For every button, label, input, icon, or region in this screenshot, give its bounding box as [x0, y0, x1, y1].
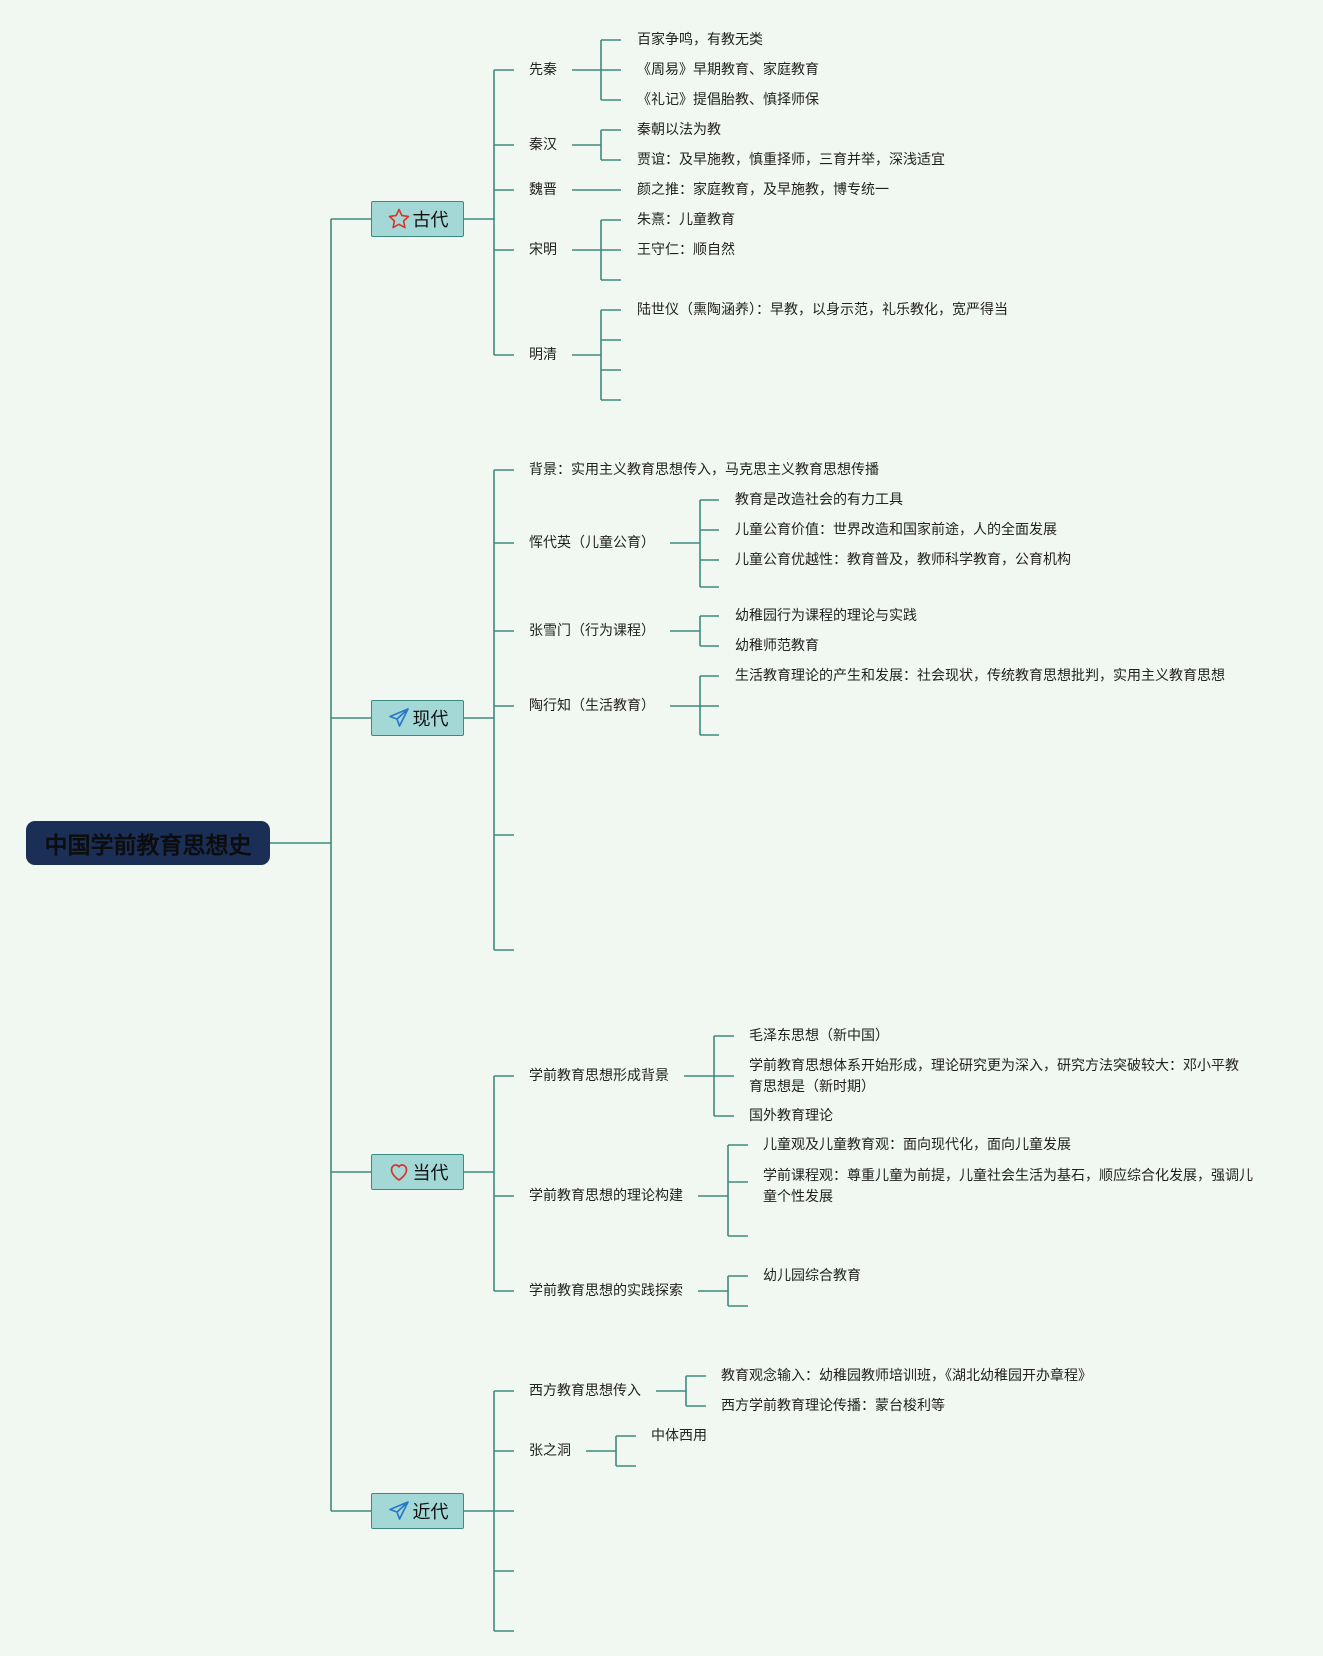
leaf-item[interactable]: 儿童公育价值：世界改造和国家前途，人的全面发展: [735, 522, 1057, 538]
branch-contemporary-background[interactable]: 学前教育思想形成背景: [529, 1068, 669, 1084]
leaf-item[interactable]: 学前课程观：尊重儿童为前提，儿童社会生活为基石，顺应综合化发展，强调儿童个性发展: [763, 1168, 1253, 1205]
leaf-item[interactable]: 秦朝以法为教: [637, 122, 721, 138]
branch-tao-xingzhi[interactable]: 陶行知（生活教育）: [529, 698, 655, 714]
branch-weijin[interactable]: 魏晋: [529, 182, 557, 198]
era-node-ancient[interactable]: 古代: [371, 201, 464, 237]
leaf-item[interactable]: 教育观念输入：幼稚园教师培训班，《湖北幼稚园开办章程》: [721, 1368, 1092, 1384]
leaf-item[interactable]: 儿童公育优越性：教育普及，教师科学教育，公育机构: [735, 552, 1071, 568]
paper-plane-icon: [388, 708, 409, 727]
branch-qinhan[interactable]: 秦汉: [529, 137, 557, 153]
leaf-item[interactable]: 西方学前教育理论传播：蒙台梭利等: [721, 1398, 945, 1414]
leaf-item[interactable]: 幼稚师范教育: [735, 638, 819, 654]
paper-plane-icon: [388, 1501, 409, 1520]
branch-western-thought[interactable]: 西方教育思想传入: [529, 1383, 641, 1399]
leaf-item[interactable]: 《周易》早期教育、家庭教育: [637, 62, 819, 78]
branch-zhang-zhidong[interactable]: 张之洞: [529, 1443, 571, 1459]
leaf-item[interactable]: 幼儿园综合教育: [763, 1268, 861, 1284]
leaf-item[interactable]: 百家争鸣，有教无类: [637, 32, 763, 48]
era-label: 现代: [412, 709, 449, 730]
branch-zhang-xuemen[interactable]: 张雪门（行为课程）: [529, 623, 655, 639]
branch-mingqing[interactable]: 明清: [529, 347, 557, 363]
leaf-item[interactable]: 教育是改造社会的有力工具: [735, 492, 903, 508]
branch-xianqin[interactable]: 先秦: [529, 62, 557, 78]
leaf-item[interactable]: 生活教育理论的产生和发展：社会现状，传统教育思想批判，实用主义教育思想: [735, 668, 1225, 684]
era-label: 当代: [412, 1163, 449, 1184]
leaf-item[interactable]: 朱熹：儿童教育: [637, 212, 735, 228]
leaf-item[interactable]: 《礼记》提倡胎教、慎择师保: [637, 92, 819, 108]
era-node-modern[interactable]: 现代: [371, 700, 464, 736]
leaf-item[interactable]: 颜之推：家庭教育，及早施教，博专统一: [637, 182, 889, 198]
leaf-item[interactable]: 儿童观及儿童教育观：面向现代化，面向儿童发展: [763, 1137, 1071, 1153]
leaf-item[interactable]: 贾谊：及早施教，慎重择师，三育并举，深浅适宜: [637, 152, 945, 168]
branch-theory-construction[interactable]: 学前教育思想的理论构建: [529, 1188, 683, 1204]
branch-modern-background[interactable]: 背景：实用主义教育思想传入，马克思主义教育思想传播: [529, 462, 879, 478]
era-node-contemporary[interactable]: 当代: [371, 1154, 464, 1190]
leaf-item[interactable]: 王守仁：顺自然: [637, 242, 735, 258]
era-label: 近代: [412, 1502, 449, 1523]
era-node-nearmodern[interactable]: 近代: [371, 1493, 464, 1529]
heart-icon: [390, 1164, 407, 1181]
era-label: 古代: [412, 210, 449, 231]
star-icon: [388, 208, 409, 229]
leaf-item[interactable]: 国外教育理论: [749, 1108, 833, 1124]
leaf-item[interactable]: 幼稚园行为课程的理论与实践: [735, 608, 917, 624]
branch-practice-exploration[interactable]: 学前教育思想的实践探索: [529, 1283, 683, 1299]
branch-yun-daiying[interactable]: 恽代英（儿童公育）: [529, 535, 655, 551]
root-node[interactable]: 中国学前教育思想史: [26, 821, 270, 865]
leaf-item[interactable]: 陆世仪（熏陶涵养）：早教，以身示范，礼乐教化，宽严得当: [637, 302, 1008, 318]
branch-songming[interactable]: 宋明: [529, 242, 557, 258]
leaf-item[interactable]: 毛泽东思想（新中国）: [749, 1028, 889, 1044]
leaf-item[interactable]: 中体西用: [651, 1428, 707, 1444]
leaf-item[interactable]: 学前教育思想体系开始形成，理论研究更为深入，研究方法突破较大：邓小平教育思想是（…: [749, 1058, 1239, 1095]
